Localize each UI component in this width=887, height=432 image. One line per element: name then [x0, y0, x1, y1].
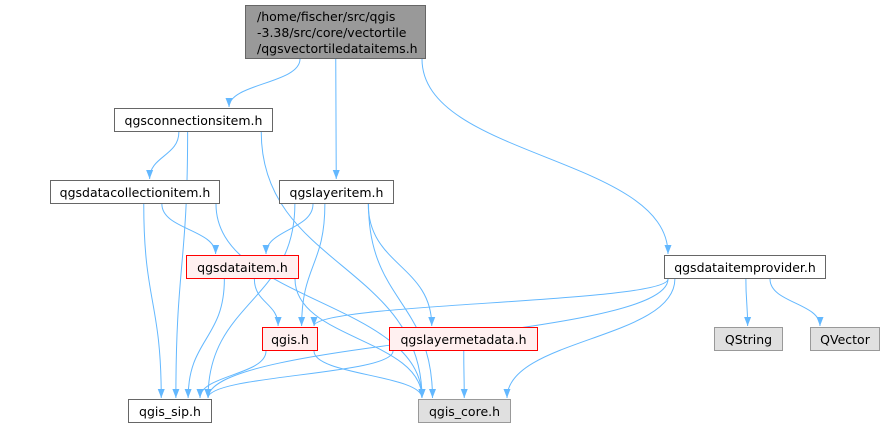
node-qvector[interactable]: QVector	[810, 327, 880, 351]
edge-datacollectionitem-to-qgissip	[143, 203, 165, 399]
node-root-file: /home/fischer/src/qgis -3.38/src/core/ve…	[245, 5, 426, 59]
edge-connectionitem-to-qgiscore	[260, 131, 426, 399]
edge-layeritem-to-qgis	[298, 203, 326, 327]
node-qgiscore[interactable]: qgis_core.h	[418, 399, 511, 423]
edge-layermetadata-to-qgissip	[204, 350, 394, 399]
edge-root-to-connectionitem	[225, 58, 301, 108]
edge-layermetadata-to-qgiscore	[460, 350, 468, 399]
edge-layeritem-to-qgissip	[204, 203, 296, 399]
edge-root-to-dataitemprovider	[421, 58, 672, 255]
node-dataitem[interactable]: qgsdataitem.h	[186, 255, 299, 279]
node-layermetadata[interactable]: qgslayermetadata.h	[389, 327, 538, 351]
edge-datacollectionitem-to-dataitem	[161, 203, 220, 255]
edge-root-to-layeritem	[332, 58, 340, 180]
edge-dataitemprovider-to-qgiscore	[503, 278, 676, 399]
node-datacollectionitem[interactable]: qgsdatacollectionitem.h	[50, 180, 220, 204]
edge-datacollectionitem-to-qgiscore	[215, 203, 426, 399]
edge-connectionitem-to-datacollectionitem	[146, 131, 180, 180]
root-line-3: /qgsvectortiledataitems.h	[257, 41, 418, 56]
node-layeritem[interactable]: qgslayeritem.h	[279, 180, 394, 204]
edge-layeritem-to-dataitem	[262, 203, 314, 255]
edge-dataitemprovider-to-qstring	[744, 278, 752, 327]
node-dataitemprovider[interactable]: qgsdataitemprovider.h	[664, 255, 826, 279]
edge-qgis-to-qgissip	[196, 350, 267, 399]
edge-dataitem-to-qgis	[253, 278, 282, 327]
root-line-2: -3.38/src/core/vectortile	[257, 25, 407, 40]
node-connectionitem[interactable]: qgsconnectionsitem.h	[114, 108, 273, 132]
edge-dataitemprovider-to-qvector	[769, 278, 824, 327]
node-qstring[interactable]: QString	[714, 327, 783, 351]
edge-layeritem-to-qgiscore	[368, 203, 436, 399]
root-line-1: /home/fischer/src/qgis	[257, 9, 396, 24]
node-qgis[interactable]: qgis.h	[262, 327, 318, 351]
edge-connectionitem-to-qgissip	[172, 131, 189, 399]
node-qgissip[interactable]: qgis_sip.h	[128, 399, 212, 423]
edge-qgis-to-qgiscore	[313, 350, 426, 399]
edge-dataitemprovider-to-qgis	[310, 278, 669, 327]
edge-dataitem-to-qgiscore	[294, 278, 426, 399]
edge-dataitem-to-qgissip	[184, 278, 225, 399]
